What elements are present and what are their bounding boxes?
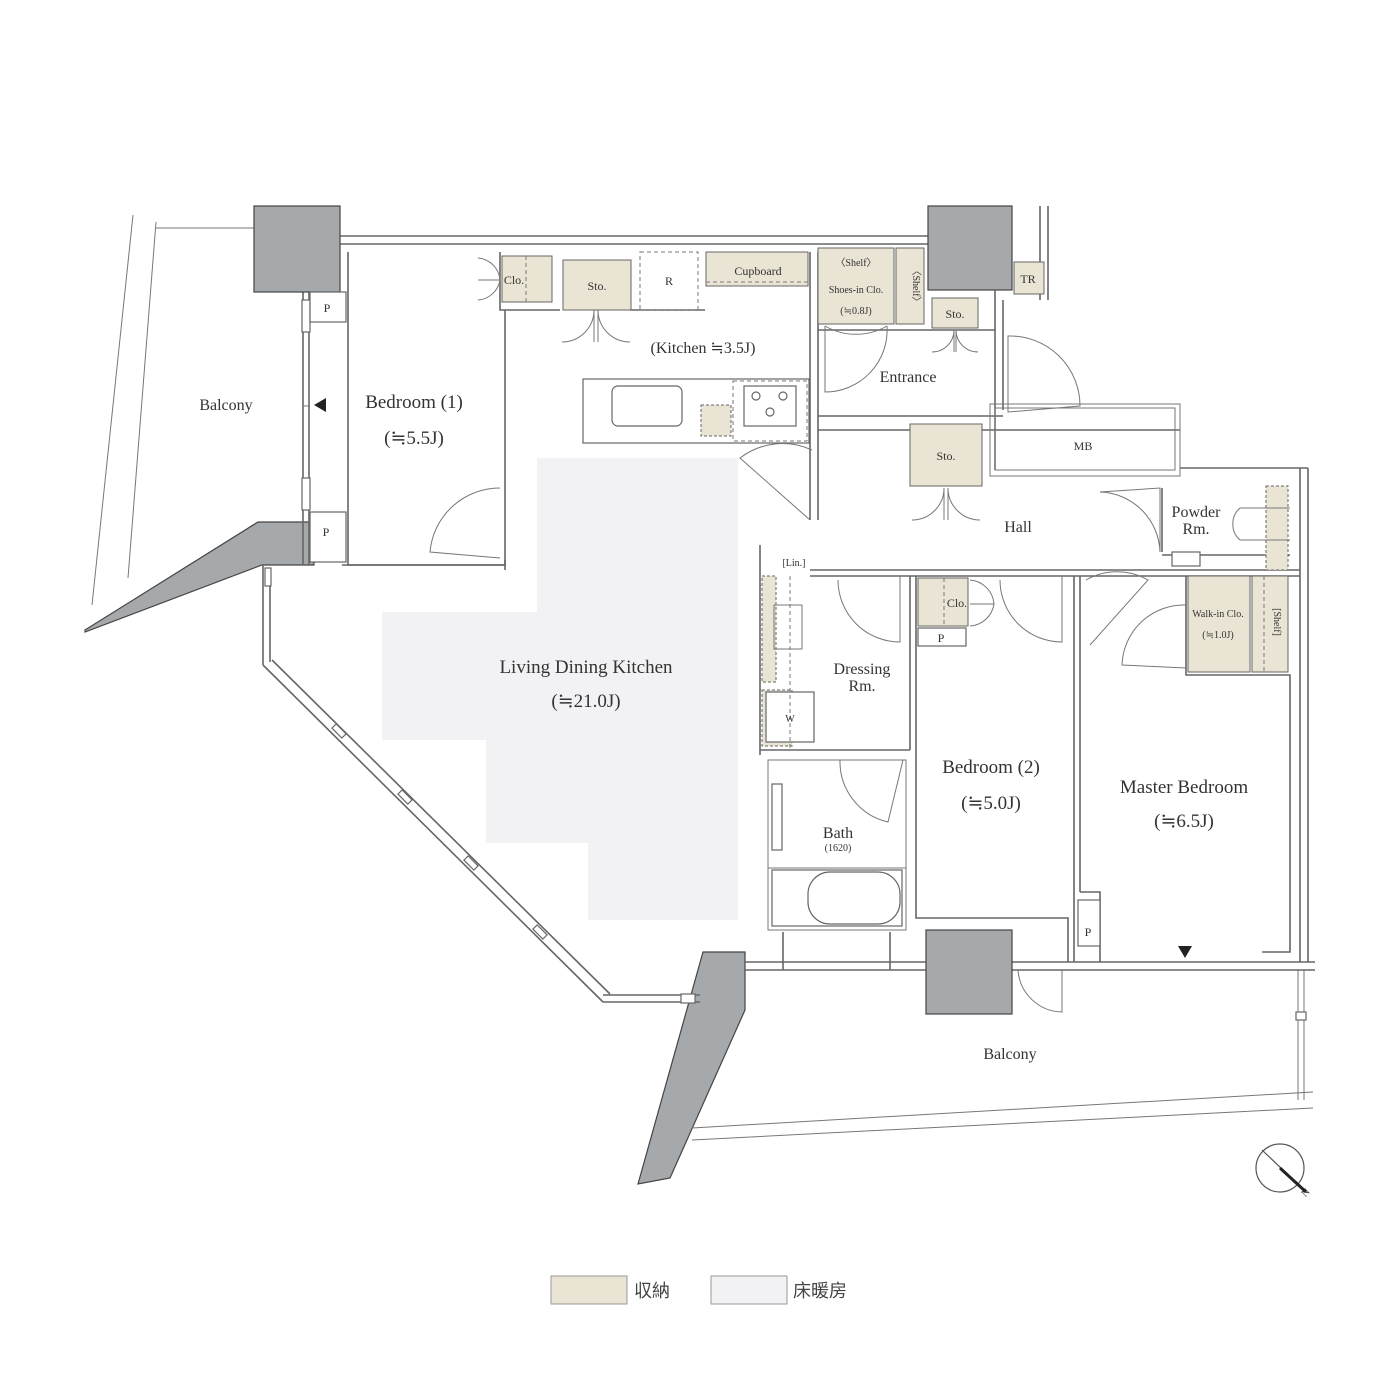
label-shelf-side: 〈Shelf〉	[910, 265, 922, 306]
label-kitchen: (Kitchen ≒3.5J)	[651, 340, 756, 357]
label-sto-hall: Sto.	[936, 449, 955, 463]
label-p4: P	[1085, 925, 1092, 939]
compass-icon: N	[1255, 1143, 1313, 1200]
powder-shelf	[1265, 485, 1289, 571]
label-p2: P	[323, 525, 330, 539]
label-powder-1: Powder	[1172, 504, 1222, 521]
tr-closet	[1013, 261, 1045, 295]
label-tr: TR	[1020, 272, 1035, 286]
refrigerator-space	[639, 251, 699, 311]
label-bedroom2-area: (≒5.0J)	[961, 793, 1021, 814]
label-p1: P	[324, 301, 331, 315]
storage-areas	[501, 247, 1290, 748]
legend-swatch-floor-heating	[710, 1275, 788, 1305]
floor-heating-area	[382, 458, 738, 920]
label-mb: MB	[1074, 439, 1093, 453]
compass-north-label: N	[1300, 1187, 1313, 1200]
label-clo-bed1: Clo.	[504, 273, 524, 287]
label-dressing-1: Dressing	[834, 661, 891, 678]
storage-entrance	[931, 297, 979, 329]
legend-label-floor-heating: 床暖房	[793, 1281, 847, 1301]
storage-hall	[909, 423, 983, 487]
label-refrigerator: R	[665, 274, 673, 288]
label-sto-kitchen: Sto.	[587, 279, 606, 293]
door-swings	[301, 257, 1187, 1013]
label-dressing-2: Rm.	[848, 678, 875, 695]
closet-bedroom1	[501, 255, 553, 303]
label-balcony-west: Balcony	[199, 397, 252, 414]
label-entrance: Entrance	[880, 369, 937, 386]
entry-arrow-south	[1178, 946, 1192, 958]
closet-bedroom2	[917, 577, 969, 627]
legend: 収納 床暖房	[550, 1275, 847, 1305]
linen-shelf	[761, 575, 777, 683]
label-powder-2: Rm.	[1182, 521, 1209, 538]
label-clo-bed2: Clo.	[947, 596, 967, 610]
legend-swatch-storage	[550, 1275, 628, 1305]
label-shoes-clo: Shoes-in Clo.	[829, 285, 883, 296]
balcony-south	[637, 951, 1314, 1185]
label-sto-entrance: Sto.	[945, 307, 964, 321]
label-master: Master Bedroom	[1120, 777, 1248, 798]
storage-labels: Clo. Sto. R Cupboard 〈Shelf〉 〈Shelf〉 Sho…	[504, 257, 1282, 725]
label-shoes-area: (≒0.8J)	[840, 306, 871, 317]
entry-arrow-west	[314, 398, 326, 412]
label-p3: P	[938, 631, 945, 645]
room-labels: Balcony Bedroom (1) (≒5.5J) Living Dinin…	[199, 272, 1248, 1063]
cupboard	[705, 251, 809, 287]
label-hall: Hall	[1004, 519, 1032, 536]
label-walkin-area: (≒1.0J)	[1202, 630, 1233, 641]
label-shelf-walkin: [Shelf]	[1271, 608, 1282, 636]
pillar-ne	[927, 205, 1013, 291]
label-bedroom2: Bedroom (2)	[942, 757, 1040, 778]
pillar-nw	[253, 205, 341, 293]
label-bedroom1: Bedroom (1)	[365, 392, 463, 413]
label-walkin: Walk-in Clo.	[1192, 609, 1243, 620]
interior-walls	[342, 252, 1300, 970]
walkin-closet	[1187, 575, 1251, 673]
label-balcony-south: Balcony	[983, 1046, 1036, 1063]
pipe-boxes	[309, 291, 1101, 947]
storage-kitchen	[562, 259, 632, 311]
label-lin: [Lin.]	[782, 558, 805, 569]
label-ldk-area: (≒21.0J)	[551, 691, 620, 712]
walkin-shelf	[1251, 575, 1289, 673]
label-master-area: (≒6.5J)	[1154, 811, 1214, 832]
legend-label-storage: 収納	[634, 1281, 670, 1301]
outer-walls	[262, 206, 1315, 1004]
label-shelf-top: 〈Shelf〉	[835, 257, 876, 269]
pipe-labels: P P P P	[323, 301, 1092, 939]
label-bath: Bath	[823, 825, 853, 842]
label-washer: W	[785, 714, 795, 725]
label-bath-size: (1620)	[825, 843, 852, 854]
label-ldk: Living Dining Kitchen	[499, 657, 673, 678]
pillar-s	[925, 929, 1013, 1015]
label-bedroom1-area: (≒5.5J)	[384, 428, 444, 449]
balcony-west	[84, 214, 315, 633]
label-cupboard: Cupboard	[734, 264, 781, 278]
shoes-closet	[817, 247, 895, 325]
shelf-entrance	[895, 247, 925, 325]
